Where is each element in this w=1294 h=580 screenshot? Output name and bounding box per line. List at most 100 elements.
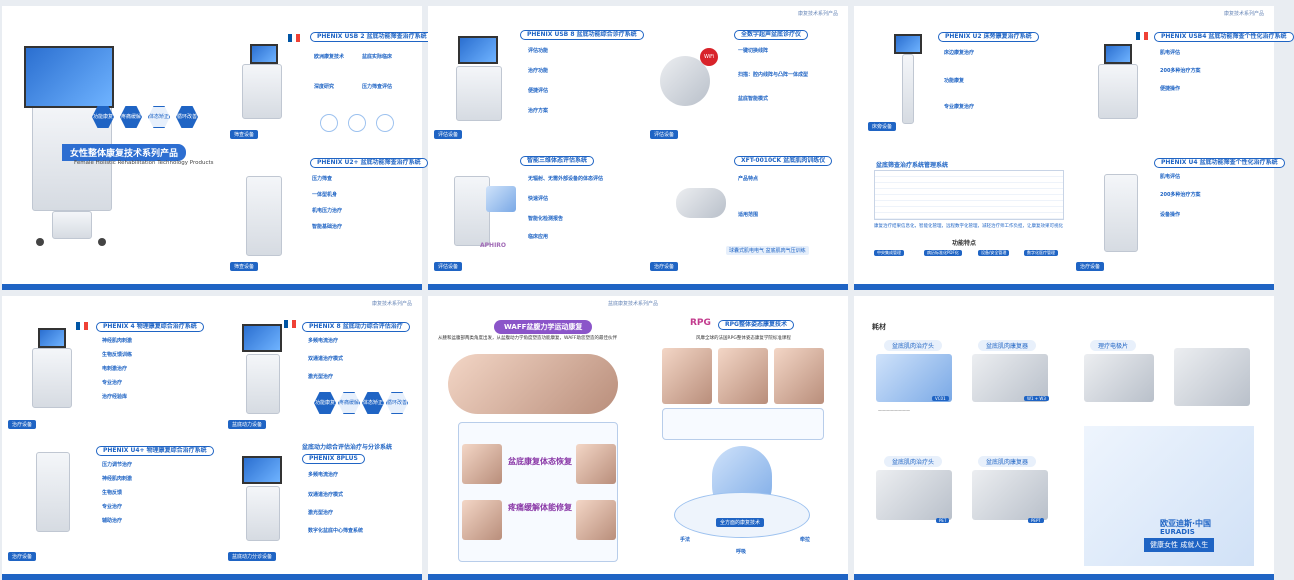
node-massage: 手法 [680, 537, 691, 543]
feature-text: 盆底实际临床 [362, 54, 393, 60]
feature-text: 生物反馈 [102, 490, 123, 496]
wifi-icon: WiFi [700, 48, 718, 66]
feature-text: 无辐射、无需外部设备的体态评估 [528, 176, 604, 182]
exercise-photo [576, 444, 616, 484]
france-flag-icon [1136, 32, 1148, 40]
product-title: 全数字超声盆底诊疗仪 [734, 30, 809, 40]
page-header: 康复技术系列产品 [797, 11, 838, 17]
exercise-photo [462, 500, 502, 540]
device-tag: 盆底动力设备 [228, 420, 267, 429]
device-tag: 评估设备 [434, 130, 463, 139]
page-header: 盆底康复技术系列产品 [608, 301, 659, 307]
feature-text: 功能康复 [944, 78, 965, 84]
brochure-page-4: 康复技术系列产品 PHENIX 4 物理康复综合治疗系统 神经肌肉刺激 生物反馈… [2, 296, 422, 580]
brochure-page-6: 耗材 盆底肌肉治疗头 VC01 ———————— 盆底肌肉康复器 W1 + W3… [854, 296, 1274, 580]
feature-text: 适用范围 [738, 212, 759, 218]
rpg-photo [718, 348, 768, 404]
feature-text: 辅助治疗 [102, 518, 123, 524]
feature-chip: 数字化医疗管理 [1024, 250, 1058, 256]
feature-text: 快速评估 [528, 196, 549, 202]
waff-description: 从腰和盆腹部两类角度出发，从盆腹动力学角度塑造功能康复，WAFF助您塑造的最佳伙… [438, 336, 617, 341]
rpg-title: RPG整体姿态康复技术 [718, 320, 794, 330]
consumable-note: ———————— [878, 408, 910, 413]
product-title: PHENIX U4 盆底功能筛查个性化治疗系统 [1154, 158, 1285, 168]
device-tag: 盆底动力分诊设备 [228, 552, 277, 561]
consumable-code: W1 + W3 [1024, 396, 1049, 401]
feature-text: 神经肌肉刺激 [102, 338, 133, 344]
rpg-logo: RPG [690, 318, 711, 328]
feature-text: 床边康复治疗 [944, 50, 975, 56]
feature-text: 多频电流治疗 [308, 338, 339, 344]
feature-chip: 病历标准化PDF化 [924, 250, 962, 256]
page-footer [854, 284, 1274, 290]
feature-text: 电刺激治疗 [102, 366, 128, 372]
device-base [52, 211, 92, 239]
device-tag: 治疗设备 [8, 420, 37, 429]
device-stand [902, 54, 914, 124]
product-title: PHENIX USB4 盆底功能筛查个性化治疗系统 [1154, 32, 1294, 42]
feature-text: 多频电流治疗 [308, 472, 339, 478]
feature-text: 深度研究 [314, 84, 335, 90]
feature-text: 欧洲康复技术 [314, 54, 345, 60]
consumable-code: PEPT [1028, 518, 1044, 523]
feature-chip: 设备/安全管理 [978, 250, 1010, 256]
feature-text: 肌电评估 [1160, 174, 1181, 180]
probe-icon [376, 114, 394, 132]
label-fitness: 体能修复 [540, 503, 572, 512]
product-title: PHENIX USB 8 盆底功能综合诊疗系统 [520, 30, 644, 40]
brochure-page-1: 功能康复 疼痛缓解 体态矫正 循环改善 女性整体康复技术系列产品 Female … [2, 6, 434, 290]
product-title: PHENIX USB 2 盆底功能筛查治疗系统 [310, 32, 434, 42]
waff-exercise-photo [448, 354, 618, 414]
brochure-page-2: 康复技术系列产品 PHENIX USB 8 盆底功能综合诊疗系统 评估功能 治疗… [428, 6, 848, 290]
consumable-title: 盆底肌肉康复器 [978, 340, 1037, 351]
device-note: 球囊式肌电电气 盆底肌肉气压训练 [726, 246, 809, 255]
consumable-title: 盆底肌肉治疗头 [884, 340, 943, 351]
device-screen [250, 44, 278, 64]
feature-text: 神经肌肉刺激 [102, 476, 133, 482]
page-header: 康复技术系列产品 [1223, 11, 1264, 17]
product-title: PHENIX U2 床旁康复治疗系统 [938, 32, 1039, 42]
feature-text: 临床应用 [528, 234, 549, 240]
probe-icon [348, 114, 366, 132]
cover-title: 女性整体康复技术系列产品 [62, 144, 187, 161]
exercise-photo [576, 500, 616, 540]
device-body [1104, 174, 1138, 252]
trainer-device [676, 188, 726, 218]
rpg-info-box [662, 408, 824, 440]
product-title: PHENIX 8 盆底动力综合评估治疗 [302, 322, 410, 332]
consumable-code: VC01 [932, 396, 949, 401]
feature-text: 便捷评估 [528, 88, 549, 94]
feature-text: 200多种治疗方案 [1160, 68, 1201, 74]
wheel-icon [98, 238, 106, 246]
consumable-photo [876, 470, 952, 520]
consumable-photo [972, 470, 1048, 520]
hex-pain: 疼痛缓解 [120, 106, 142, 128]
feature-chip: 中央集成管理 [874, 250, 904, 256]
slogan: 健康女性 成就人生 [1144, 538, 1215, 552]
features-heading: 功能特点 [952, 240, 977, 247]
device-tag: 筛查设备 [230, 262, 259, 271]
feature-text: 智能基础治疗 [312, 224, 343, 230]
page-footer [2, 574, 422, 580]
label-pelvic: 盆底康复 [508, 457, 540, 466]
hex-function: 功能康复 [314, 392, 336, 414]
consumable-title: 盆底肌肉康复器 [978, 456, 1037, 467]
device-body [32, 348, 72, 408]
device-tag: 评估设备 [434, 262, 463, 271]
device-body [246, 354, 280, 414]
node-breath: 呼吸 [736, 549, 747, 555]
waff-title: WAFF盆腹力学运动康复 [494, 320, 593, 334]
device-body [242, 64, 282, 119]
feature-text: 专业康复治疗 [944, 104, 975, 110]
brochure-page-5: 盆底康复技术系列产品 WAFF盆腹力学运动康复 从腰和盆腹部两类角度出发，从盆腹… [428, 296, 848, 580]
device-tag: 筛查设备 [230, 130, 259, 139]
feature-text: 机电压力治疗 [312, 208, 343, 214]
page-footer [428, 284, 848, 290]
device-body [246, 176, 282, 256]
feature-text: 一体型机身 [312, 192, 338, 198]
feature-text: 治疗功能 [528, 68, 549, 74]
consumable-title: 盆底肌肉治疗头 [884, 456, 943, 467]
consumable-code: PET [936, 518, 950, 523]
feature-text: 压力筛查评估 [362, 84, 393, 90]
cover-subtitle: Female Holistic Rehabilitation Technolog… [74, 160, 214, 166]
